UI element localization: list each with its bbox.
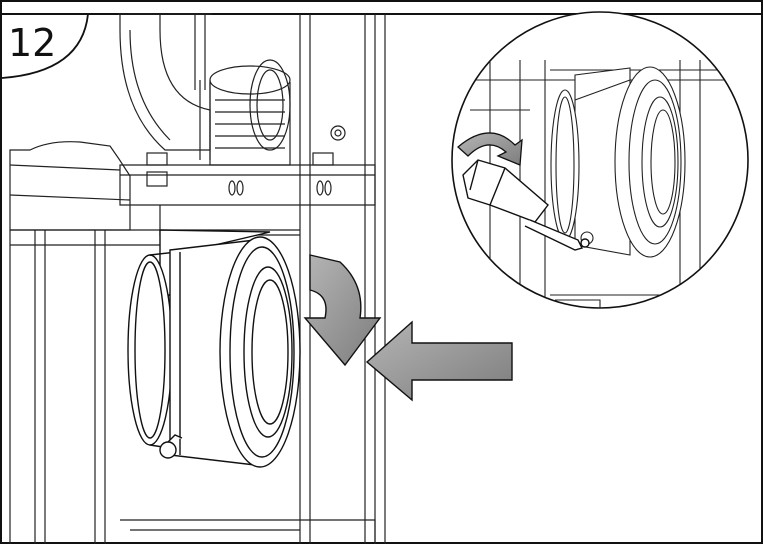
detail-magnifier-circle — [451, 11, 749, 309]
clamp-bolt-icon — [159, 441, 177, 459]
rotate-arrow-icon — [457, 132, 523, 166]
pipe-coupling — [127, 229, 301, 468]
step-number: 12 — [8, 21, 56, 65]
step-number-badge: 12 — [1, 13, 89, 79]
push-arrow-icon — [365, 320, 513, 402]
frame-structure — [9, 13, 386, 544]
rotate-arrow-icon — [303, 254, 382, 367]
hex-screwdriver-icon — [462, 159, 590, 251]
